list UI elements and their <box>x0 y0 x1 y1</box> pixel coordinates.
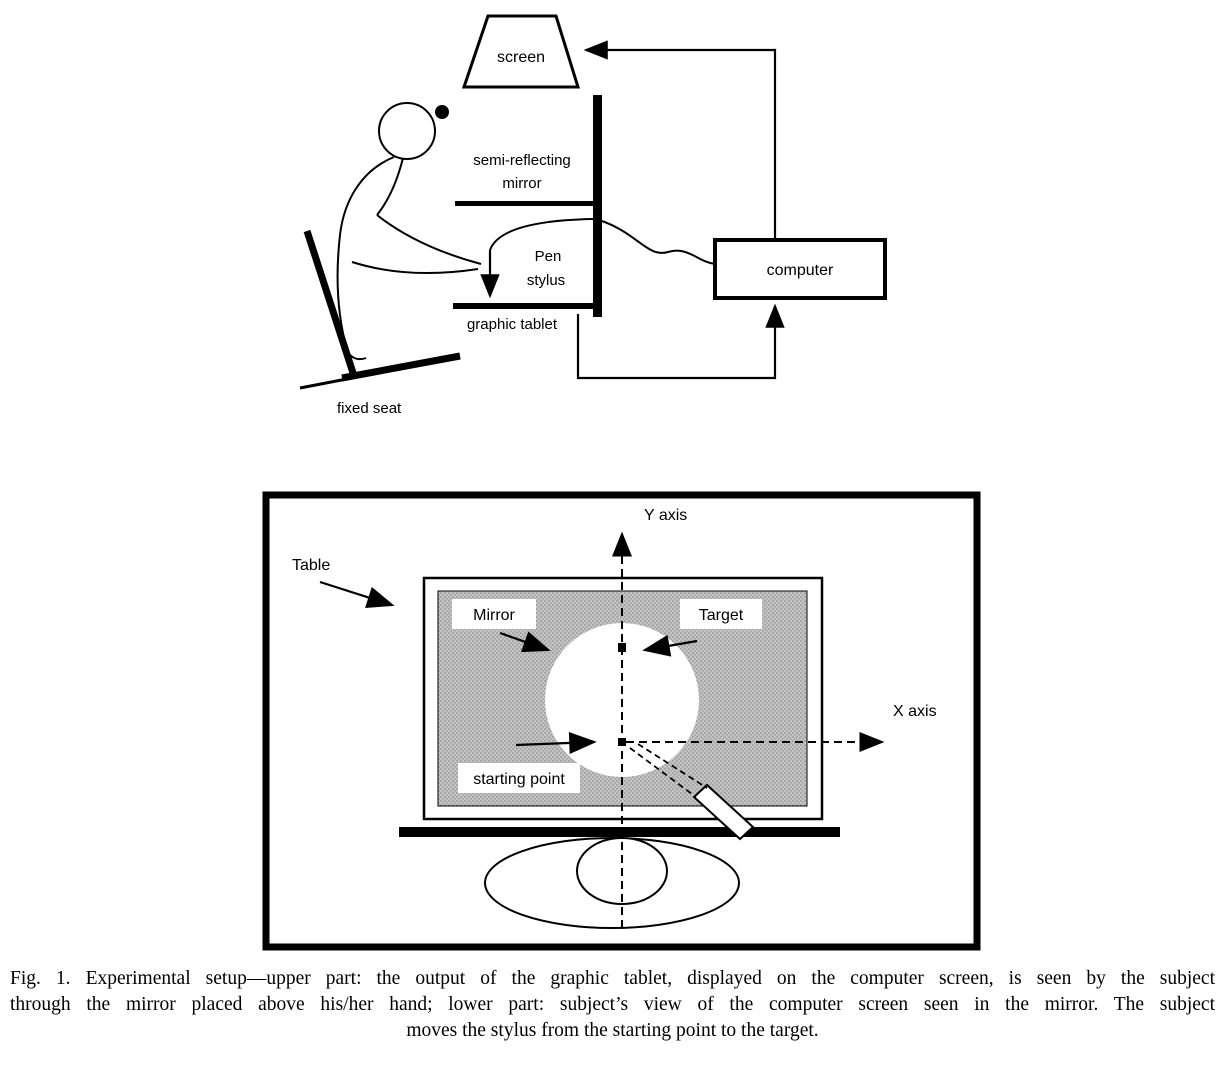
mirror-callout-box <box>452 599 536 629</box>
table-label: Table <box>292 557 330 574</box>
mirror-callout-arrow <box>499 631 551 653</box>
stylus-sightlines <box>629 743 708 798</box>
fixed-seat-shape <box>299 229 461 390</box>
screen-label: screen <box>497 49 545 66</box>
semi-reflecting-mirror-line <box>455 201 593 206</box>
screen-shape <box>461 14 581 89</box>
seat-backrest <box>303 229 358 378</box>
computer-label: computer <box>767 262 834 279</box>
starting-point-callout-label: starting point <box>473 771 565 788</box>
caption-line-1: Fig. 1. Experimental setup—upper part: t… <box>10 968 1215 989</box>
computer-cable <box>601 220 716 265</box>
computer-box <box>713 238 887 300</box>
table-arrow <box>319 580 395 608</box>
target-callout-label: Target <box>699 607 744 624</box>
monitor-stand-bar <box>399 827 840 837</box>
person-head <box>378 102 436 160</box>
fixed-seat-label: fixed seat <box>337 400 402 417</box>
support-bar <box>593 95 602 317</box>
person-chest-outline <box>376 157 404 216</box>
graphic-tablet-line <box>453 303 594 309</box>
person-lower-arm <box>351 261 479 274</box>
stylus-shape <box>692 783 755 841</box>
person-eye-dot <box>435 105 449 119</box>
pen-cable <box>489 218 594 251</box>
pen-label-line1: Pen <box>535 248 562 265</box>
target-callout-arrow <box>642 634 698 657</box>
pen-label-line2: stylus <box>527 272 565 289</box>
mirror-label-line1: semi-reflecting <box>473 152 571 169</box>
computer-to-screen-line <box>583 40 777 238</box>
experimental-setup-diagram: screen semi-reflecting mirror graphic ta… <box>262 14 981 951</box>
figure-caption: Fig. 1. Experimental setup—upper part: t… <box>10 966 1215 1044</box>
target-callout-box <box>680 599 762 629</box>
starting-point-callout-box <box>458 763 580 793</box>
mirror-label-line2: mirror <box>502 175 541 192</box>
seat-bottom <box>341 352 461 382</box>
upper-setup-diagram: screen semi-reflecting mirror graphic ta… <box>299 14 887 417</box>
person-back-outline <box>336 156 395 361</box>
caption-line-3: moves the stylus from the starting point… <box>406 1020 819 1042</box>
figure-1: screen semi-reflecting mirror graphic ta… <box>262 14 981 951</box>
starting-point-marker <box>618 738 626 746</box>
caption-line-2: through the mirror placed above his/her … <box>10 994 1215 1016</box>
lower-view-diagram: Table Y axis X axis Mirror Target <box>262 491 981 951</box>
starting-point-callout-arrow <box>515 731 597 754</box>
mirror-callout-label: Mirror <box>473 607 515 624</box>
graphic-tablet-label: graphic tablet <box>467 316 558 333</box>
target-marker <box>618 643 626 652</box>
seat-base <box>299 376 353 390</box>
person-upper-arm <box>376 214 482 265</box>
person-figure <box>336 102 482 361</box>
tablet-to-computer-line <box>576 303 785 380</box>
y-axis-label: Y axis <box>644 507 687 524</box>
x-axis-label: X axis <box>893 703 937 720</box>
